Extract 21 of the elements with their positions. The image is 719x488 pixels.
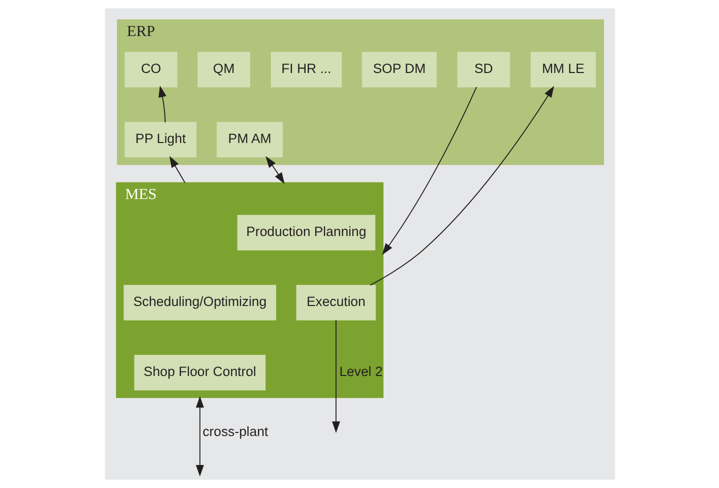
- node-box: PM AM: [216, 122, 282, 158]
- node-box: MM LE: [530, 52, 596, 88]
- arrow: [195, 396, 204, 476]
- node-box: Production Planning: [236, 214, 375, 250]
- node-box: Execution: [296, 284, 376, 320]
- node-box: FI HR ...: [270, 52, 342, 88]
- edge-label: cross-plant: [202, 424, 268, 440]
- node-box: Scheduling/Optimizing: [123, 284, 276, 320]
- arrow: [158, 86, 166, 123]
- arrow: [382, 86, 476, 255]
- arrow: [265, 156, 284, 184]
- node-box: SOP DM: [361, 52, 436, 88]
- arrow: [168, 156, 185, 184]
- node-box: PP Light: [124, 122, 196, 158]
- edge-label: Level 2: [338, 364, 382, 380]
- node-box: CO: [124, 52, 177, 88]
- node-box: Shop Floor Control: [134, 354, 266, 390]
- node-box: QM: [197, 52, 250, 88]
- arrow: [332, 320, 340, 433]
- arrow: [369, 86, 554, 286]
- node-box: SD: [456, 52, 510, 88]
